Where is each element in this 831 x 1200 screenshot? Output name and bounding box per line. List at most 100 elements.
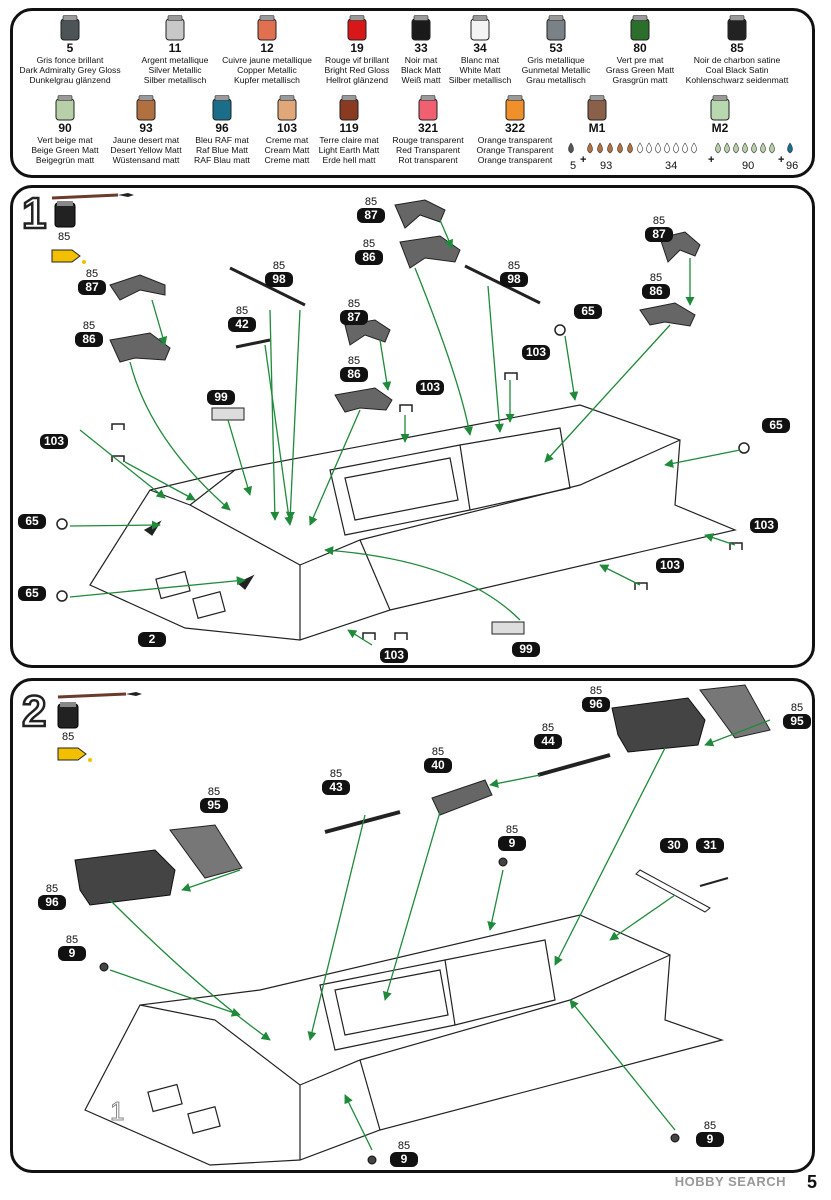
paint-name-de: Rot transparent — [398, 155, 458, 165]
drop-count: 93 — [600, 160, 613, 172]
part-96-box — [74, 697, 706, 906]
paint-name-de: Wüstensand matt — [112, 155, 180, 165]
part-callout: 103 — [522, 345, 550, 360]
part-number: 9 — [58, 946, 86, 961]
paint-name-en: White Matt — [459, 65, 501, 75]
part-number: 103 — [522, 345, 550, 360]
paint-number: 34 — [473, 41, 487, 55]
paint-name-fr: Terre claire mat — [319, 135, 379, 145]
part-number: 103 — [656, 558, 684, 573]
paint-name-en: Orange Transparent — [476, 145, 554, 155]
paint-jar-icon — [418, 95, 438, 121]
part-callout: 31 — [696, 838, 724, 853]
part-number: 103 — [416, 380, 444, 395]
paint-code: 85 — [82, 320, 96, 332]
paint-name-fr: Rouge transparent — [392, 135, 464, 145]
mix-drops — [568, 142, 793, 154]
paint-name-en: Raf Blue Matt — [195, 145, 249, 155]
part-number: 86 — [355, 250, 383, 265]
paint-number: 53 — [549, 41, 563, 55]
paint-name-fr: Noir de charbon satine — [693, 55, 781, 65]
paint-name-en: Dark Admiralty Grey Gloss — [19, 65, 121, 75]
part-callout: 30 — [660, 838, 688, 853]
part-number: 65 — [574, 304, 602, 319]
paint-jar-icon — [546, 15, 566, 41]
part-number: 95 — [783, 714, 811, 729]
part-86-bracket — [109, 235, 696, 413]
part-number: 86 — [75, 332, 103, 347]
part-number: 103 — [380, 648, 408, 663]
paint-name-fr: Gris fonce brillant — [36, 55, 104, 65]
part-number: 30 — [660, 838, 688, 853]
part-number: 98 — [500, 272, 528, 287]
paint-name-de: Creme matt — [264, 155, 310, 165]
part-31-bolt — [699, 877, 729, 887]
paint-name-fr: Noir mat — [404, 55, 438, 65]
paint-number: 80 — [633, 41, 647, 55]
part-number: 65 — [18, 514, 46, 529]
glue-tube-icon — [57, 747, 92, 762]
part-number: 65 — [18, 586, 46, 601]
paint-code: 85 — [505, 824, 519, 836]
part-number: 103 — [750, 518, 778, 533]
step-2-arrows — [109, 719, 771, 1151]
paint-mix-swatch: M1 — [541, 95, 653, 135]
paint-name-de: Grasgrün matt — [612, 75, 668, 85]
part-number: 86 — [642, 284, 670, 299]
paint-number: 96 — [215, 121, 229, 135]
paint-number: 11 — [168, 41, 182, 55]
step-number: 1 — [21, 189, 48, 238]
drop-count: 34 — [665, 160, 678, 172]
paint-name-en: Cream Matt — [264, 145, 310, 155]
paint-number: 90 — [58, 121, 72, 135]
part-callout: 2 — [138, 632, 166, 647]
paint-code: 85 — [364, 196, 378, 208]
part-number: 9 — [696, 1132, 724, 1147]
paint-name-en: Black Matt — [400, 65, 442, 75]
part-number: 44 — [534, 734, 562, 749]
paint-code: 85 — [58, 231, 71, 243]
paint-code: 85 — [329, 768, 343, 780]
paint-code: 85 — [272, 260, 286, 272]
subassembly-marker-1: 1 — [110, 1096, 124, 1126]
drop-count: 90 — [742, 160, 755, 172]
step-1-arrows — [69, 219, 741, 646]
paint-name-de: Grau metallisch — [526, 75, 586, 85]
paint-name-de: Orange transparent — [477, 155, 553, 165]
plus-sign: + — [580, 154, 587, 166]
paint-jar-icon — [587, 95, 607, 121]
paint-name-de: Silber metallisch — [448, 75, 512, 85]
part-callout: 103 — [380, 648, 408, 663]
part-103-staple — [111, 372, 743, 640]
paint-code: 85 — [207, 786, 221, 798]
paint-name-de: Hellrot glänzend — [325, 75, 389, 85]
paint-name-en: Grass Green Matt — [605, 65, 675, 75]
paint-name-fr: Jaune desert mat — [112, 135, 180, 145]
paint-number: 5 — [66, 41, 74, 55]
paint-code: 85 — [431, 746, 445, 758]
plus-sign: + — [708, 154, 715, 166]
paint-jar-icon — [505, 95, 525, 121]
